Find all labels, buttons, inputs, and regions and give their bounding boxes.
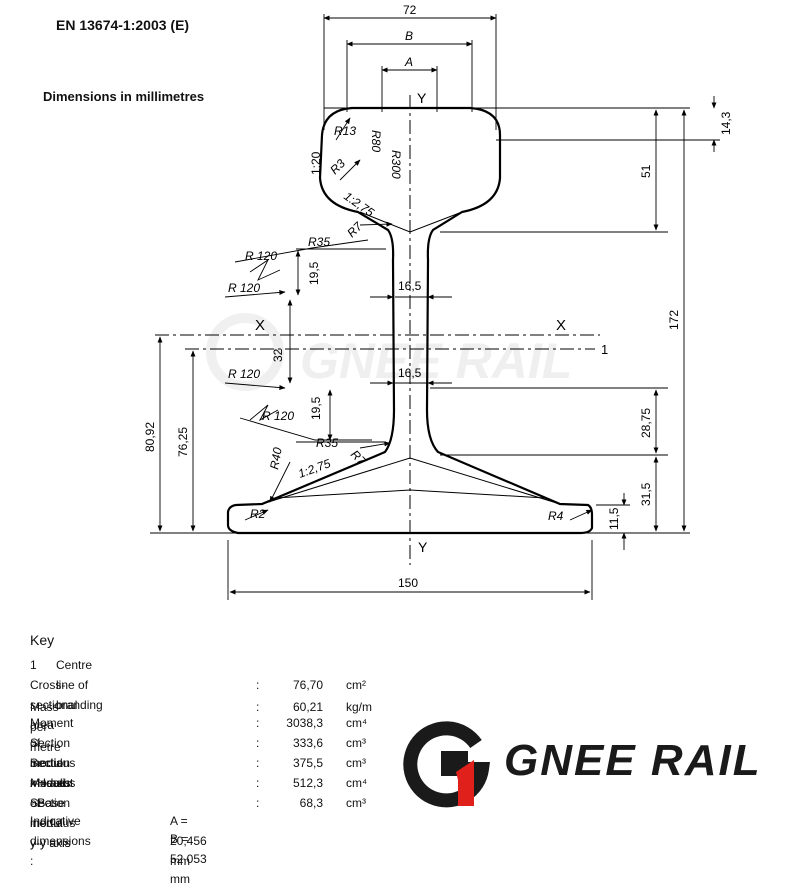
centre-line-num: 1 [30, 658, 37, 672]
key-row-unit: kg/m [346, 700, 373, 714]
indicative-b: B = 52,053 mm [170, 832, 207, 886]
key-row-unit: cm³ [346, 796, 366, 810]
axis-y-top: Y [417, 90, 427, 106]
label-r35-top: R35 [308, 235, 330, 249]
label-r2: R2 [250, 507, 266, 521]
key-row-unit: cm⁴ [346, 776, 368, 790]
label-d80-92: 80,92 [143, 422, 157, 452]
key-row-label: Section modulus - Head [30, 736, 76, 790]
key-row-unit: cm⁴ [346, 716, 368, 730]
axis-x-right: X [556, 317, 566, 334]
key-row-label: Section modulus - Base [30, 756, 76, 810]
key-row-value: 512,3 [292, 776, 323, 790]
standard-title: EN 13674-1:2003 (E) [56, 17, 190, 33]
label-d11-5: 11,5 [607, 507, 621, 530]
key-title: Key [30, 632, 55, 648]
key-row-colon: : [256, 700, 260, 714]
key-row-label: Section modulus y-y axis [30, 796, 76, 850]
key-row-colon: : [256, 716, 260, 730]
label-r120-b: R 120 [228, 281, 260, 295]
label-r7-top: R7 [344, 218, 366, 240]
label-d51: 51 [639, 164, 653, 178]
label-r120-c: R 120 [228, 367, 260, 381]
label-d76-25: 76,25 [176, 427, 190, 457]
dim-top-width: 72 [403, 3, 417, 17]
key-row-label: Moment of inertia y-y axis [30, 776, 74, 850]
axis-lines [155, 95, 600, 565]
key-row-value: 333,6 [292, 736, 323, 750]
key-row-value: 60,21 [292, 700, 323, 714]
watermark-text: GNEE RAIL [300, 333, 572, 389]
key-row-colon: : [256, 796, 260, 810]
key-row-unit: cm³ [346, 756, 366, 770]
key-row-colon: : [256, 736, 260, 750]
axis-y-bottom: Y [418, 539, 428, 555]
logo-mark-icon [403, 721, 490, 808]
units-note: Dimensions in millimetres [43, 89, 205, 104]
label-d31-5: 31,5 [639, 482, 653, 506]
label-base-width: 150 [398, 576, 418, 590]
key-row-colon: : [256, 776, 260, 790]
extension-lines [150, 14, 720, 600]
key-row-value: 68,3 [299, 796, 323, 810]
label-d28-75: 28,75 [639, 408, 653, 438]
label-centre-line-no: 1 [601, 342, 608, 357]
label-d14-3: 14,3 [719, 111, 733, 135]
key-row-label: Cross-sectional area [30, 678, 78, 732]
key-row-value: 3038,3 [286, 716, 323, 730]
indicative-label: Indicative dimensions : [30, 814, 91, 868]
label-r80: R80 [369, 130, 383, 152]
label-r120-d: R 120 [262, 409, 294, 423]
key-row-label: Mass per metre [30, 700, 61, 754]
gnee-rail-logo: GNEE RAIL [398, 714, 798, 809]
label-slope-1-275-top: 1:2,75 [341, 189, 377, 220]
logo-text: GNEE RAIL [504, 736, 762, 785]
label-r120-a: R 120 [245, 249, 277, 263]
centre-line-text: Centre line of branding [56, 658, 103, 712]
axis-x-left: X [255, 317, 265, 334]
radius-leaders [224, 117, 593, 521]
label-d32: 32 [271, 348, 285, 362]
label-r4: R4 [548, 509, 564, 523]
key-row-colon: : [256, 678, 260, 692]
label-r35-bot: R35 [316, 436, 338, 450]
key-row-unit: cm³ [346, 736, 366, 750]
label-d16-5-bot: 16,5 [398, 366, 422, 380]
key-row-colon: : [256, 756, 260, 770]
key-row-value: 76,70 [292, 678, 323, 692]
dim-a: A [404, 55, 413, 69]
key-row-label: Moment of inertia x-x axis [30, 716, 74, 790]
dim-b: B [405, 29, 413, 43]
label-d19-5-bot: 19,5 [309, 396, 323, 420]
watermark: GNEE RAIL [206, 313, 572, 391]
label-r40: R40 [267, 446, 285, 470]
label-r300: R300 [389, 150, 403, 179]
label-r13: R13 [334, 124, 356, 138]
key-row-value: 375,5 [292, 756, 323, 770]
label-d16-5-top: 16,5 [398, 279, 422, 293]
dimension-lines [157, 15, 717, 595]
key-row-unit: cm² [346, 678, 366, 692]
label-slope-1-20: 1:20 [309, 151, 323, 175]
label-r3: R3 [327, 156, 348, 177]
rail-profile-drawing: GNEE RAIL [143, 3, 733, 600]
label-d19-5-top: 19,5 [307, 261, 321, 285]
label-d172: 172 [667, 310, 681, 330]
